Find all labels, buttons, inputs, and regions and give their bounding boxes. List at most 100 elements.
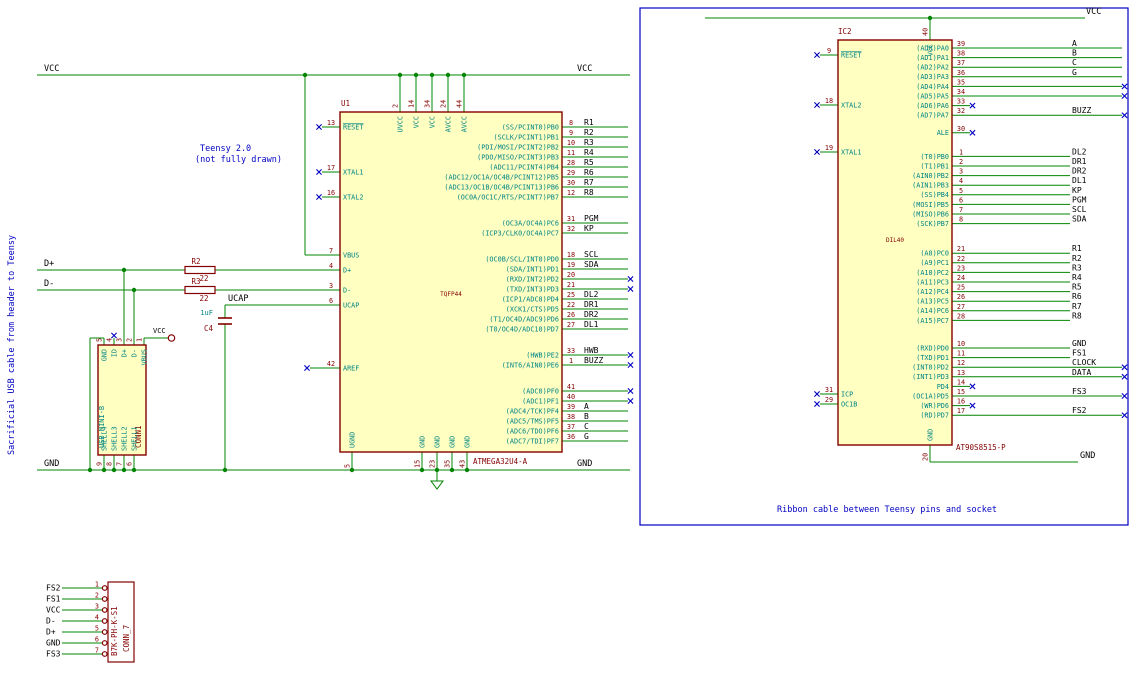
component-value: AT90S8515-P bbox=[956, 443, 1006, 452]
no-connect-icon bbox=[814, 102, 820, 108]
pin-name: (ICP3/CLK0/OC4A)PC7 bbox=[481, 229, 559, 237]
component-layer bbox=[97, 39, 953, 663]
net-flag-gnd-ic2: GND bbox=[1080, 451, 1095, 461]
pin-name: (PDO/MISO/PCINT3)PB3 bbox=[477, 153, 559, 161]
pin-number: 2 bbox=[126, 338, 134, 342]
junction-dot bbox=[121, 467, 127, 473]
pin-number: 20 bbox=[567, 271, 575, 279]
pin-name: (SS)PB4 bbox=[920, 191, 949, 199]
net-label: SCL bbox=[584, 250, 599, 259]
note-ribbon-cable: Ribbon cable between Teensy pins and soc… bbox=[777, 505, 997, 515]
pin-name: (ADC7/TDI)PF7 bbox=[506, 437, 559, 445]
junction-dot bbox=[445, 72, 451, 78]
pin-number: 18 bbox=[567, 251, 575, 259]
pin-number: 15 bbox=[957, 388, 965, 396]
pin-number: 34 bbox=[424, 100, 432, 108]
nc-line bbox=[627, 286, 634, 292]
pin-number: 5 bbox=[95, 625, 99, 633]
pin-number: 4 bbox=[106, 338, 114, 342]
junction-dot bbox=[434, 467, 440, 473]
pin-number: 7 bbox=[95, 647, 99, 655]
pin-number: 17 bbox=[327, 164, 335, 172]
component-package: DIL40 bbox=[886, 237, 904, 244]
nc-line bbox=[969, 129, 976, 136]
pin-name: (INT6/AIN0)PE6 bbox=[502, 361, 559, 369]
no-connect-icon bbox=[969, 129, 976, 136]
pin-name: (ADC6/TDO)PF6 bbox=[506, 427, 559, 435]
net-label: SDA bbox=[1072, 215, 1087, 224]
nc-line bbox=[969, 402, 976, 409]
net-label: BUZZ bbox=[584, 356, 603, 365]
pin-number: 22 bbox=[567, 301, 575, 309]
pin-name: GND bbox=[100, 349, 108, 361]
net-label: GND bbox=[1072, 339, 1087, 348]
pin-name: (MOSI)PB5 bbox=[912, 201, 949, 209]
nc-line bbox=[627, 276, 634, 282]
wire-layer bbox=[37, 17, 1122, 655]
net-label: DATA bbox=[1072, 368, 1091, 377]
pin-number: 37 bbox=[567, 423, 575, 431]
nc-line bbox=[814, 149, 820, 155]
net-label: PGM bbox=[584, 214, 599, 223]
pin-number: 31 bbox=[567, 215, 575, 223]
pin-number: 17 bbox=[957, 407, 965, 415]
pin-number: 37 bbox=[957, 59, 965, 67]
gnd-symbol bbox=[430, 480, 444, 490]
net-label: R8 bbox=[584, 188, 594, 197]
net-flag-vcc-left: VCC bbox=[44, 64, 59, 74]
no-connect-icon bbox=[627, 276, 634, 282]
component-value: 22 bbox=[199, 274, 208, 283]
net-label: B bbox=[584, 412, 589, 421]
pin-number: 28 bbox=[567, 159, 575, 167]
net-label: A bbox=[1072, 39, 1077, 48]
nc-line bbox=[1121, 112, 1128, 119]
pin-number: 14 bbox=[408, 100, 416, 108]
pin-number: 3 bbox=[116, 338, 124, 342]
no-connect-icon bbox=[1121, 83, 1128, 90]
no-connect-icon bbox=[627, 388, 634, 394]
pin-name: XTAL2 bbox=[343, 193, 363, 201]
junction-dot bbox=[419, 467, 425, 473]
no-connect-icon bbox=[814, 149, 820, 155]
junction-dot bbox=[87, 467, 93, 473]
pin-name: (ADC12/OC1A/OC4B/PCINT12)PB5 bbox=[444, 173, 559, 181]
no-connect-icon bbox=[316, 194, 322, 200]
component-value: 1uF bbox=[200, 309, 213, 317]
nc-line bbox=[111, 332, 117, 339]
pin-name: (T0/OC4D/ADC10)PD7 bbox=[485, 325, 559, 333]
no-connect-icon bbox=[969, 402, 976, 409]
no-connect-icon bbox=[1121, 112, 1128, 119]
net-label: DL1 bbox=[1072, 176, 1087, 185]
pin-name: GND bbox=[433, 436, 441, 448]
component-ref: R3 bbox=[191, 277, 200, 286]
component-ref: CONN1 bbox=[134, 425, 143, 448]
pin-name: ID bbox=[110, 349, 118, 357]
pin-name: (AD0)PA0 bbox=[916, 44, 949, 52]
component-ref: R2 bbox=[191, 257, 200, 266]
pin-name: (ADC4/TCK)PF4 bbox=[506, 407, 559, 415]
pin-name: AVCC bbox=[444, 116, 452, 132]
net-label: R3 bbox=[1072, 263, 1082, 272]
net-label: DR2 bbox=[1072, 167, 1087, 176]
pin-number: 42 bbox=[327, 360, 335, 368]
net-label: FS1 bbox=[1072, 349, 1087, 358]
pin-number: 6 bbox=[126, 462, 134, 466]
pin-name: (PDI/MOSI/PCINT2)PB2 bbox=[477, 143, 559, 151]
net-label: FS2 bbox=[46, 584, 61, 593]
pin-name: (RXD)PD0 bbox=[916, 344, 949, 352]
pin-number: 12 bbox=[957, 359, 965, 367]
pin-number: 38 bbox=[957, 50, 965, 58]
pin-number: 27 bbox=[567, 321, 575, 329]
pin-number: 1 bbox=[136, 338, 144, 342]
pin-number: 7 bbox=[116, 462, 124, 466]
nc-line bbox=[814, 102, 820, 108]
pin-number: 19 bbox=[567, 261, 575, 269]
no-connect-icon bbox=[814, 391, 820, 397]
junction-dot bbox=[413, 72, 419, 78]
no-connect-icon bbox=[1121, 393, 1128, 399]
net-label: SCL bbox=[1072, 205, 1087, 214]
pin-number: 7 bbox=[959, 206, 963, 214]
pin-name: XTAL2 bbox=[841, 101, 861, 109]
pin-number: 5 bbox=[344, 464, 352, 468]
